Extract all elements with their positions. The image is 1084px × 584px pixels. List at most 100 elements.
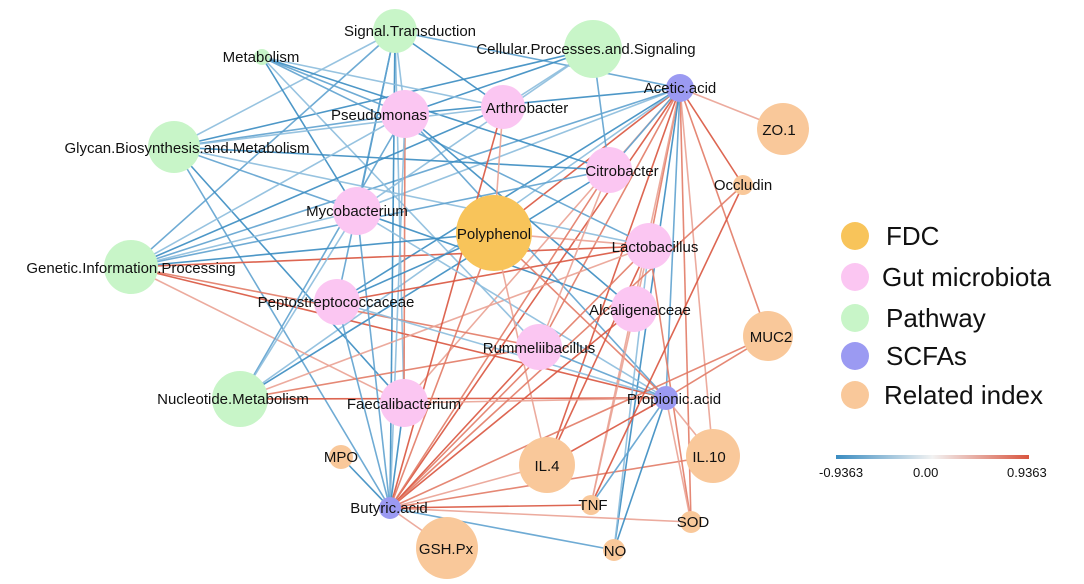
edge-pseudo-faecal: [403, 113, 406, 404]
node-label-alcal: Alcaligenaceae: [589, 302, 691, 319]
edge-metab-rummel: [261, 56, 540, 348]
edge-cellproc-myco: [356, 48, 594, 212]
edge-nucleo-lacto: [239, 245, 650, 400]
node-cellproc: [564, 20, 622, 78]
edge-cellproc-pseudo: [404, 48, 594, 115]
edge-pseudo-propio: [404, 113, 667, 399]
node-label-no: NO: [604, 543, 627, 560]
edge-myco-propio: [356, 210, 667, 399]
correlation-color-scale: [836, 455, 1029, 459]
scale-max-label: 0.9363: [1007, 465, 1047, 480]
edge-pepto-butyr: [336, 301, 391, 509]
edge-acetic-myco: [356, 87, 681, 212]
node-label-myco: Mycobacterium: [306, 203, 408, 220]
edge-genetic-faecal: [130, 266, 405, 404]
edge-glycan-citro: [173, 146, 610, 171]
node-label-rummel: Rummeliibacillus: [483, 340, 596, 357]
node-arthro: [481, 85, 525, 129]
labels-layer: Signal.TransductionCellular.Processes.an…: [26, 23, 795, 560]
node-glycan: [148, 121, 200, 173]
node-label-poly: Polyphenol: [457, 226, 531, 243]
node-propio: [654, 386, 678, 410]
edge-poly-genetic: [130, 232, 495, 268]
edge-genetic-lacto: [130, 245, 650, 268]
node-label-tnf: TNF: [578, 497, 607, 514]
edge-acetic-pepto: [336, 87, 681, 303]
legend-label-fdc: FDC: [886, 221, 939, 251]
node-label-glycan: Glycan.Biosynthesis.and.Metabolism: [64, 140, 309, 157]
edge-faecal-propio: [403, 397, 667, 404]
node-gsh: [416, 517, 478, 579]
scale-mid-label: 0.00: [913, 465, 938, 480]
node-label-faecal: Faecalibacterium: [347, 396, 461, 413]
edge-pepto-lacto: [336, 245, 650, 303]
node-label-propio: Propionic.acid: [627, 391, 721, 408]
node-label-cellproc: Cellular.Processes.and.Signaling: [476, 41, 695, 58]
edge-acetic-poly: [493, 87, 681, 234]
node-genetic: [104, 240, 158, 294]
node-il10: [686, 429, 740, 483]
edge-pseudo-butyr: [389, 113, 406, 509]
edge-glycan-lacto: [173, 146, 650, 247]
edge-propio-sod: [665, 397, 692, 523]
node-label-occl: Occludin: [714, 177, 772, 194]
node-alcal: [611, 286, 657, 332]
edge-acetic-pseudo: [404, 87, 681, 115]
edge-pepto-propio: [336, 301, 667, 399]
edge-butyr-tnf: [389, 504, 592, 509]
edge-butyr-muc2: [389, 335, 769, 509]
node-label-gsh: GSH.Px: [419, 541, 474, 558]
node-citro: [586, 147, 632, 193]
edge-propio-tnf: [590, 397, 667, 506]
edges-layer: [130, 30, 784, 551]
node-label-lacto: Lactobacillus: [612, 239, 699, 256]
node-pseudo: [381, 90, 429, 138]
node-label-il4: IL.4: [534, 458, 559, 475]
edge-nucleo-citro: [239, 169, 610, 400]
node-metab: [254, 49, 270, 65]
node-zo1: [757, 103, 809, 155]
edge-acetic-rummel: [538, 87, 681, 348]
edge-glycan-myco: [173, 146, 358, 212]
edge-nucleo-myco: [239, 210, 358, 400]
node-il4: [519, 437, 575, 493]
edge-glycan-pseudo: [173, 113, 406, 148]
node-mpo: [329, 445, 353, 469]
node-label-butyr: Butyric.acid: [350, 500, 428, 517]
edge-signal-acetic: [394, 30, 681, 89]
edge-nucleo-pseudo: [239, 113, 406, 400]
edge-alcal-butyr: [389, 308, 635, 509]
legend-swatch-gut-microbiota: [841, 263, 869, 291]
edge-acetic-propio: [665, 87, 681, 399]
edge-rummel-butyr: [389, 346, 540, 509]
edge-occl-butyr: [389, 184, 744, 509]
node-pepto: [314, 279, 360, 325]
node-lacto: [626, 223, 672, 269]
edge-cellproc-glycan: [173, 48, 594, 148]
node-rummel: [516, 324, 562, 370]
node-sod: [680, 511, 702, 533]
edge-butyr-sod: [389, 507, 692, 523]
legend-label-pathway: Pathway: [886, 303, 986, 333]
legend-label-related-index: Related index: [884, 380, 1043, 410]
edge-acetic-il10: [679, 87, 714, 457]
node-label-metab: Metabolism: [223, 49, 300, 66]
node-label-muc2: MUC2: [750, 329, 793, 346]
legend-swatch-pathway: [841, 304, 869, 332]
node-label-citro: Citrobacter: [585, 163, 658, 180]
node-acetic: [666, 74, 694, 102]
edge-lacto-butyr: [389, 245, 650, 509]
node-label-signal: Signal.Transduction: [344, 23, 476, 40]
edge-signal-arthro: [394, 30, 504, 108]
node-faecal: [380, 379, 428, 427]
node-signal: [373, 9, 417, 53]
node-tnf: [581, 495, 601, 515]
edge-signal-glycan: [173, 30, 396, 148]
edge-genetic-arthro: [130, 106, 504, 268]
edge-lacto-tnf: [590, 245, 650, 506]
edge-acetic-butyr: [389, 87, 681, 509]
edge-arthro-butyr: [389, 106, 504, 509]
edge-glycan-faecal: [173, 146, 405, 404]
edge-myco-butyr: [356, 210, 391, 509]
legend-swatch-related-index: [841, 381, 869, 409]
